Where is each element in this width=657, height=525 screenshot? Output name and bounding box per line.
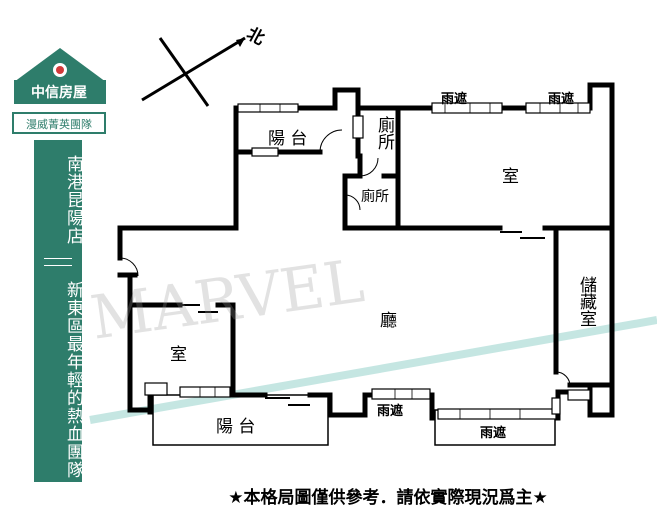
store-name: 南港昆陽店 [63,155,83,245]
room-balcony-top: 陽 台 [268,129,308,149]
room-bedroom-top: 室 [502,167,519,187]
watermark-stripe [89,316,657,424]
room-storage: 儲藏室 [576,276,596,327]
room-toilet-1: 廁所 [374,116,394,150]
room-toilet-2: 廁所 [361,189,389,205]
sidebar-banner: 南港昆陽店 新東區最年輕的熱血團隊 [34,140,83,482]
room-bedroom-left: 室 [170,345,187,365]
room-balcony-bottom: 陽 台 [216,417,256,437]
canopy-label-4: 雨遮 [480,426,507,441]
brand-house-icon [14,48,106,104]
room-living: 廳 [380,311,397,331]
divider [44,265,72,266]
window-frames [144,102,591,420]
slogan: 新東區最年輕的熱血團隊 [63,281,83,479]
brand-name: 中信房屋 [31,85,87,101]
canopy-label-2: 雨遮 [548,92,575,107]
compass [141,36,246,107]
canopy-label-1: 雨遮 [441,92,468,107]
window-mullions [199,103,579,419]
sliding-doors [180,231,545,406]
door-swings [119,129,571,387]
disclaimer: ★本格局圖僅供參考．請依實際現況爲主★ [228,488,548,508]
canopy-label-3: 雨遮 [377,404,404,419]
brand-team: 漫威菁英團隊 [12,112,106,134]
divider [44,258,72,259]
